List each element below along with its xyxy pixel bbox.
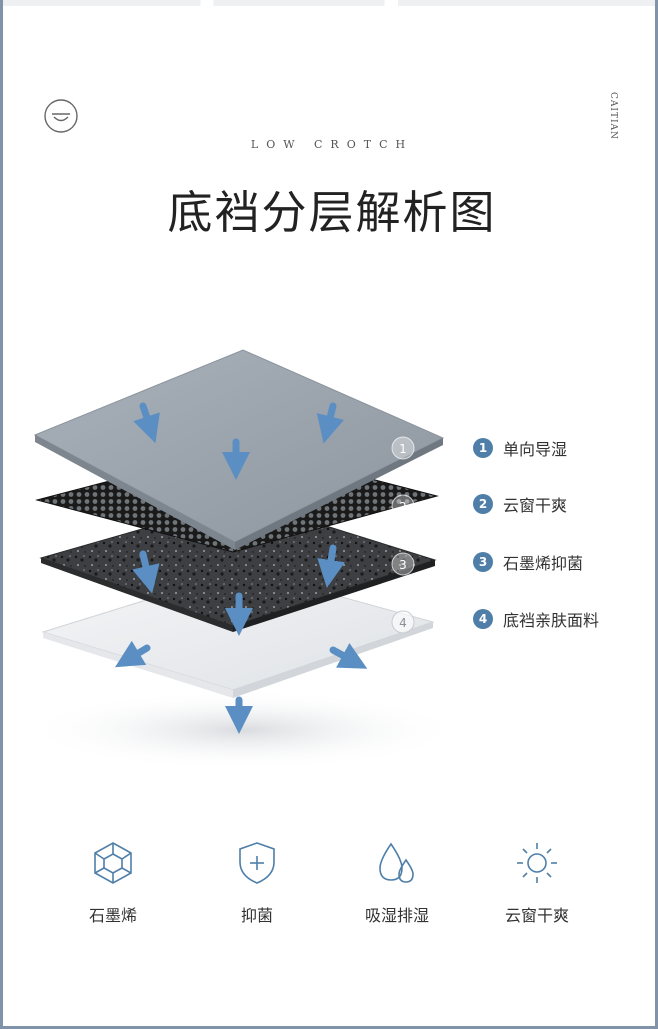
layer-diagram: 1 2 3 4 [23,349,463,770]
moisture-arrows [114,402,368,734]
sun-icon [517,843,557,883]
badge-1: 1 [399,442,407,456]
badge-3: 3 [399,558,407,572]
layer-3-graphene [39,499,437,632]
brand-logo-icon [44,99,78,133]
feature-label: 吸湿排湿 [364,906,429,925]
feature-row: 石墨烯 抑菌 吸湿排湿 [3,840,655,950]
ground-shadow [23,690,463,770]
top-strip [3,0,655,6]
legend-number: 3 [473,552,493,572]
legend-label: 云窗干爽 [503,496,568,515]
shield-plus-icon [239,842,275,884]
feature-antibacterial: 抑菌 [197,840,317,926]
layer-badges: 1 2 3 4 [391,436,415,634]
legend-label: 底裆亲肤面料 [503,611,600,630]
legend-number: 2 [473,494,493,514]
feature-moisture: 吸湿排湿 [337,840,457,926]
feature-label: 抑菌 [240,906,273,925]
page-subtitle: LOW CROTCH [250,138,414,151]
legend-label: 石墨烯抑菌 [503,554,584,573]
graphene-hexagon-icon [94,842,132,884]
feature-label: 石墨烯 [88,906,137,925]
legend-item-4: 4 底裆亲肤面料 [473,607,599,631]
page-title: 底裆分层解析图 [167,186,497,239]
feature-dry: 云窗干爽 [477,840,597,926]
brand-name: CAITIAN [608,92,618,140]
legend-label: 单向导湿 [503,440,568,459]
legend-item-3: 3 石墨烯抑菌 [473,550,583,574]
badge-4: 4 [399,616,407,630]
legend-number: 4 [473,609,493,629]
feature-graphene: 石墨烯 [53,840,173,926]
legend-number: 1 [473,438,493,458]
legend-item-1: 1 单向导湿 [473,436,567,460]
legend-item-2: 2 云窗干爽 [473,492,567,516]
water-drops-icon [379,842,414,883]
badge-2: 2 [399,500,407,514]
feature-label: 云窗干爽 [504,906,569,925]
